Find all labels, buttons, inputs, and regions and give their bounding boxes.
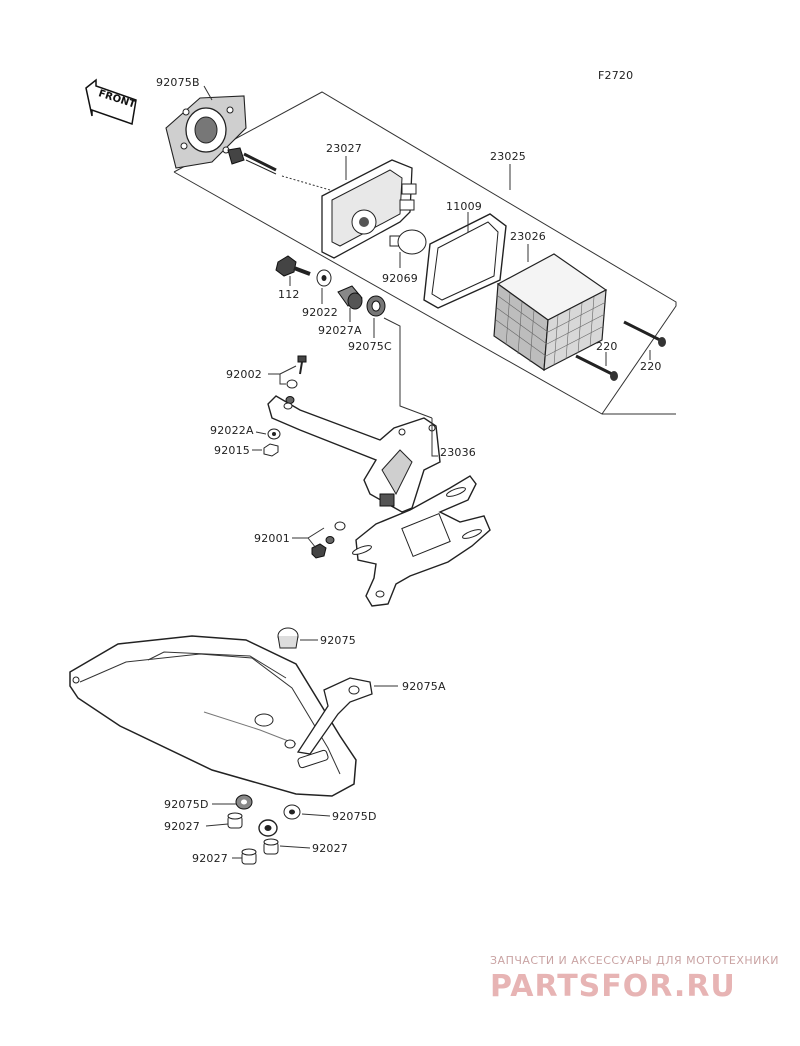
label-92022A: 92022A xyxy=(210,424,254,437)
wire-connector xyxy=(227,147,331,191)
part-92027-left-2 xyxy=(241,848,257,865)
label-92075D-right: 92075D xyxy=(332,810,377,823)
rear-fender xyxy=(69,635,357,797)
front-arrow-icon: FRONT xyxy=(85,78,137,126)
part-112-bolt xyxy=(275,255,311,277)
label-92075: 92075 xyxy=(320,634,356,647)
part-23036-bracket xyxy=(267,395,441,513)
label-92027-right: 92027 xyxy=(312,842,348,855)
part-92015-nut xyxy=(263,443,279,457)
label-112: 112 xyxy=(278,288,300,301)
label-92075B: 92075B xyxy=(156,76,200,89)
label-220-a: 220 xyxy=(596,340,618,353)
label-92027-left-2: 92027 xyxy=(192,852,228,865)
part-23026-lens xyxy=(493,253,608,372)
label-92015: 92015 xyxy=(214,444,250,457)
part-92075-grommet xyxy=(277,627,299,649)
label-220-b: 220 xyxy=(640,360,662,373)
label-92027A: 92027A xyxy=(318,324,362,337)
part-92022-washer xyxy=(316,269,332,287)
label-11009: 11009 xyxy=(446,200,482,213)
part-92002-bolt xyxy=(285,355,307,404)
label-92002: 92002 xyxy=(226,368,262,381)
label-92022: 92022 xyxy=(302,306,338,319)
part-220-screw-upper xyxy=(623,320,666,347)
label-92027-left-1: 92027 xyxy=(164,820,200,833)
part-92075D-left xyxy=(235,794,253,810)
label-92001: 92001 xyxy=(254,532,290,545)
part-23027 xyxy=(321,159,417,259)
part-92075C-grommet xyxy=(366,295,386,317)
part-92022A-washer xyxy=(267,428,281,440)
label-92075A: 92075A xyxy=(402,680,446,693)
assembly-outline-23025 xyxy=(173,91,677,415)
part-220-screw-lower xyxy=(575,354,618,381)
watermark-brand: PARTSFOR.RU xyxy=(490,969,736,1004)
label-23025: 23025 xyxy=(490,150,526,163)
label-23026: 23026 xyxy=(510,230,546,243)
label-23027: 23027 xyxy=(326,142,362,155)
label-23036: 23036 xyxy=(440,446,476,459)
part-92027-right xyxy=(263,838,279,855)
part-92075B xyxy=(165,95,247,169)
diagram-code: F2720 xyxy=(598,69,633,82)
label-92075D-left: 92075D xyxy=(164,798,209,811)
label-92075C: 92075C xyxy=(348,340,392,353)
part-92001-bolt xyxy=(311,521,346,559)
license-plate-bracket xyxy=(352,475,491,607)
label-92069: 92069 xyxy=(382,272,418,285)
part-11009-gasket xyxy=(423,213,507,309)
part-92075D-middle xyxy=(258,819,278,837)
watermark-tagline: ЗАПЧАСТИ И АКСЕССУАРЫ ДЛЯ МОТОТЕХНИКИ xyxy=(490,954,779,967)
part-92027A-collar xyxy=(337,285,363,310)
part-92027-left-1 xyxy=(227,812,243,829)
part-92075D-right xyxy=(283,804,301,820)
part-92075A-bracket xyxy=(296,677,373,755)
part-92069-bulb xyxy=(389,229,427,255)
